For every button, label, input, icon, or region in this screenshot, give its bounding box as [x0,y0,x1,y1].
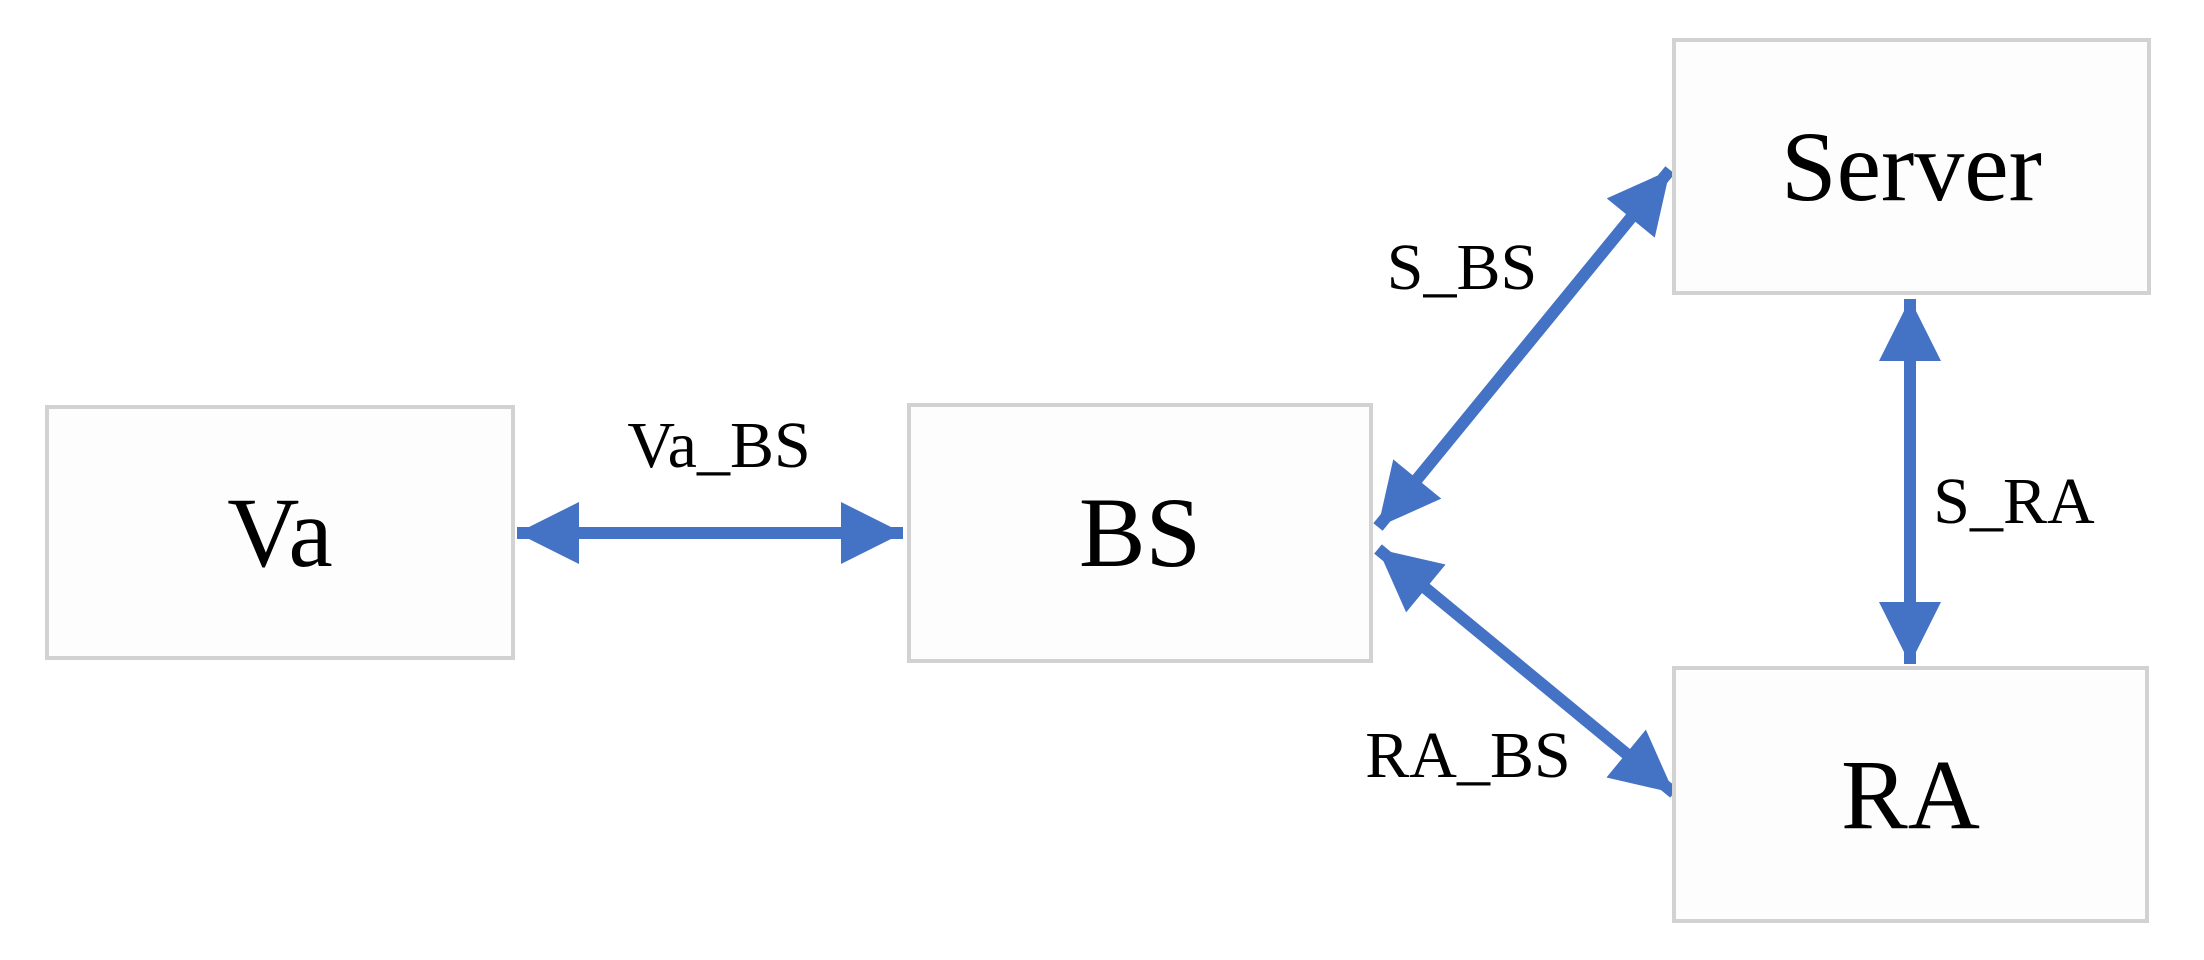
node-va: Va [45,405,515,660]
node-bs-label: BS [1078,477,1202,588]
edge-label-va-bs: Va_BS [627,409,811,482]
edge-label-ra-bs: RA_BS [1365,719,1571,792]
node-ra: RA [1672,666,2149,923]
node-va-label: Va [227,476,333,588]
node-bs: BS [907,403,1373,663]
arrow-s-bs [1373,166,1675,531]
edge-label-s-bs: S_BS [1386,231,1538,304]
node-server: Server [1672,38,2151,295]
node-server-label: Server [1781,110,2042,222]
edge-label-s-ra: S_RA [1933,465,2095,538]
node-ra-label: RA [1841,738,1980,850]
